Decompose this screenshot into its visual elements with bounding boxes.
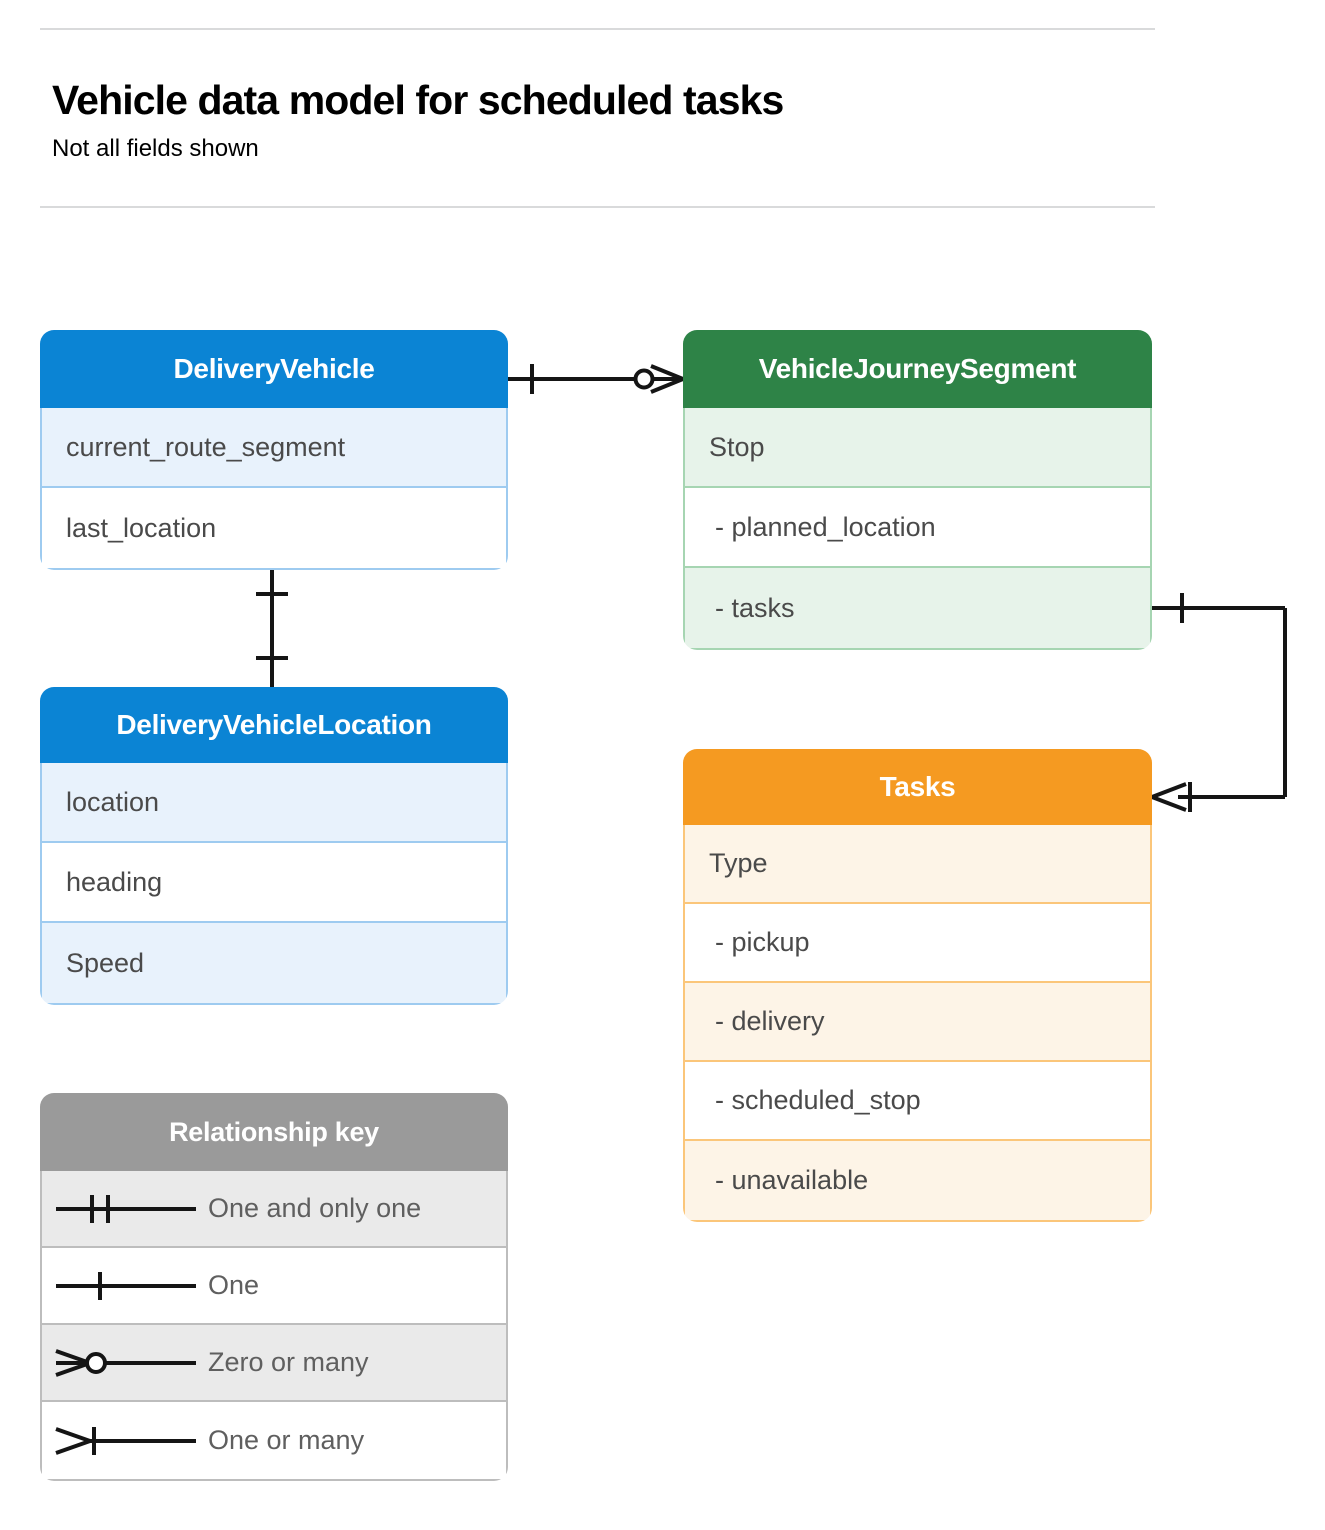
legend-item-label: One [208, 1270, 260, 1300]
connector-segment-tasks-to-tasks [1151, 593, 1287, 812]
legend-item-label: One or many [208, 1425, 365, 1455]
entity-title-tasks: Tasks [683, 749, 1152, 825]
field-row: - unavailable [685, 1141, 1150, 1220]
zero-or-many-icon [42, 1325, 208, 1400]
one-or-many-icon [42, 1402, 208, 1479]
header-rule-bottom [40, 205, 1155, 208]
entity-title-vehicle-journey-segment: VehicleJourneySegment [683, 330, 1152, 408]
legend-item-label: One and only one [208, 1193, 422, 1223]
entity-vehicle-journey-segment[interactable]: VehicleJourneySegment Stop - planned_loc… [683, 330, 1152, 650]
field-row: last_location [42, 488, 506, 568]
entity-fields-vehicle-journey-segment: Stop - planned_location - tasks [683, 408, 1152, 650]
connector-vehicle-to-location [256, 570, 288, 687]
entity-fields-delivery-vehicle: current_route_segment last_location [40, 408, 508, 570]
entity-delivery-vehicle[interactable]: DeliveryVehicle current_route_segment la… [40, 330, 508, 570]
legend-title: Relationship key [40, 1093, 508, 1171]
entity-tasks[interactable]: Tasks Type - pickup - delivery - schedul… [683, 749, 1152, 1222]
field-row: - pickup [685, 904, 1150, 983]
entity-fields-tasks: Type - pickup - delivery - scheduled_sto… [683, 825, 1152, 1222]
legend-item-zero-or-many: Zero or many [42, 1325, 506, 1402]
one-icon [42, 1248, 208, 1323]
field-row: heading [42, 843, 506, 923]
field-row: Type [685, 825, 1150, 904]
document-header: Vehicle data model for scheduled tasks N… [40, 28, 1155, 208]
page-title: Vehicle data model for scheduled tasks [52, 77, 784, 123]
connector-vehicle-to-segment [508, 364, 684, 394]
field-row: - scheduled_stop [685, 1062, 1150, 1141]
one-and-only-one-icon [42, 1171, 208, 1246]
legend-rows: One and only one One [40, 1171, 508, 1481]
legend-item-one-and-only-one: One and only one [42, 1171, 506, 1248]
entity-title-delivery-vehicle: DeliveryVehicle [40, 330, 508, 408]
entity-title-delivery-vehicle-location: DeliveryVehicleLocation [40, 687, 508, 763]
relationship-key-legend[interactable]: Relationship key One and only one [40, 1093, 508, 1481]
field-row: Stop [685, 408, 1150, 488]
header-rule-top [40, 28, 1155, 30]
field-row: location [42, 763, 506, 843]
entity-fields-delivery-vehicle-location: location heading Speed [40, 763, 508, 1005]
page-subtitle: Not all fields shown [52, 135, 259, 163]
entity-delivery-vehicle-location[interactable]: DeliveryVehicleLocation location heading… [40, 687, 508, 1005]
field-row: - delivery [685, 983, 1150, 1062]
field-row: - tasks [685, 568, 1150, 648]
legend-item-one-or-many: One or many [42, 1402, 506, 1479]
field-row: Speed [42, 923, 506, 1003]
field-row: - planned_location [685, 488, 1150, 568]
legend-item-one: One [42, 1248, 506, 1325]
legend-item-label: Zero or many [208, 1347, 369, 1377]
field-row: current_route_segment [42, 408, 506, 488]
